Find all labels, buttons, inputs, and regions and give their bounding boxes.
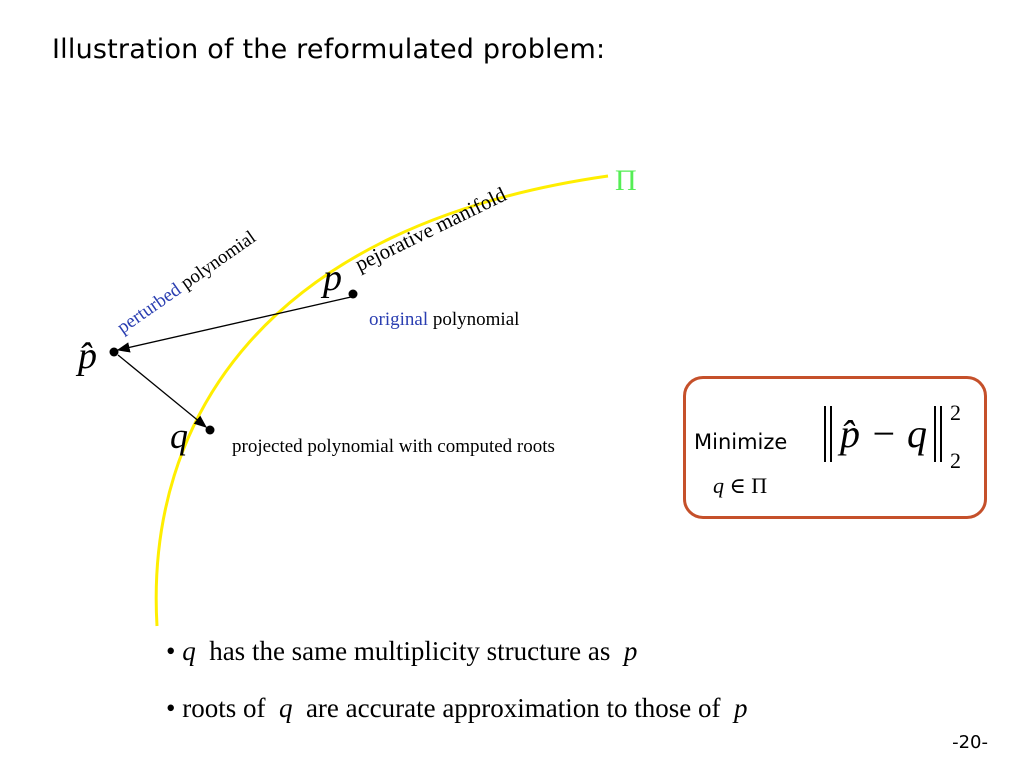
point-phat (109, 347, 119, 357)
label-p-hat: p̂ (78, 335, 97, 377)
label-p: p (323, 257, 342, 299)
bullet-1-pre: • (166, 636, 183, 666)
arrow-phat-to-q (117, 354, 208, 428)
label-q: q (170, 416, 188, 456)
point-q (205, 425, 215, 435)
page-number: -20- (952, 732, 988, 753)
constraint-q: q (713, 473, 724, 498)
norm-left-bars (820, 404, 840, 464)
bullet-2-text: are accurate approximation to those of (292, 693, 735, 723)
bullet-1-var-p: p (623, 636, 638, 666)
slide-title: Illustration of the reformulated problem… (52, 34, 606, 65)
bullet-2: • roots of q are accurate approximation … (166, 693, 748, 724)
projected-polynomial-label: projected polynomial with computed roots (232, 436, 555, 457)
bullet-2-pre: • roots of (166, 693, 279, 723)
constraint-rest: ∈ Π (724, 473, 768, 498)
minimize-box (683, 376, 987, 519)
bullet-1: • q has the same multiplicity structure … (166, 636, 637, 667)
manifold-curve (154, 174, 609, 627)
bullet-2-var-q: q (278, 693, 293, 723)
manifold-symbol: Π (615, 164, 637, 197)
norm-expression: p̂ − q (840, 411, 927, 456)
arrow-p-to-phat (116, 296, 352, 353)
original-rest: polynomial (428, 309, 520, 330)
minimize-constraint: q ∈ Π (713, 473, 767, 499)
bullet-1-text: has the same multiplicity structure as (195, 636, 624, 666)
norm-right-bars (932, 404, 952, 464)
original-word: original (369, 309, 429, 330)
minimize-word: Minimize (694, 430, 788, 454)
point-p (348, 289, 358, 299)
norm-subscript: 2 (950, 448, 961, 473)
bullet-2-var-p: p (734, 693, 748, 723)
norm-superscript: 2 (950, 400, 961, 425)
bullet-1-var-q: q (182, 636, 196, 666)
original-polynomial-label: original polynomial (369, 309, 519, 331)
